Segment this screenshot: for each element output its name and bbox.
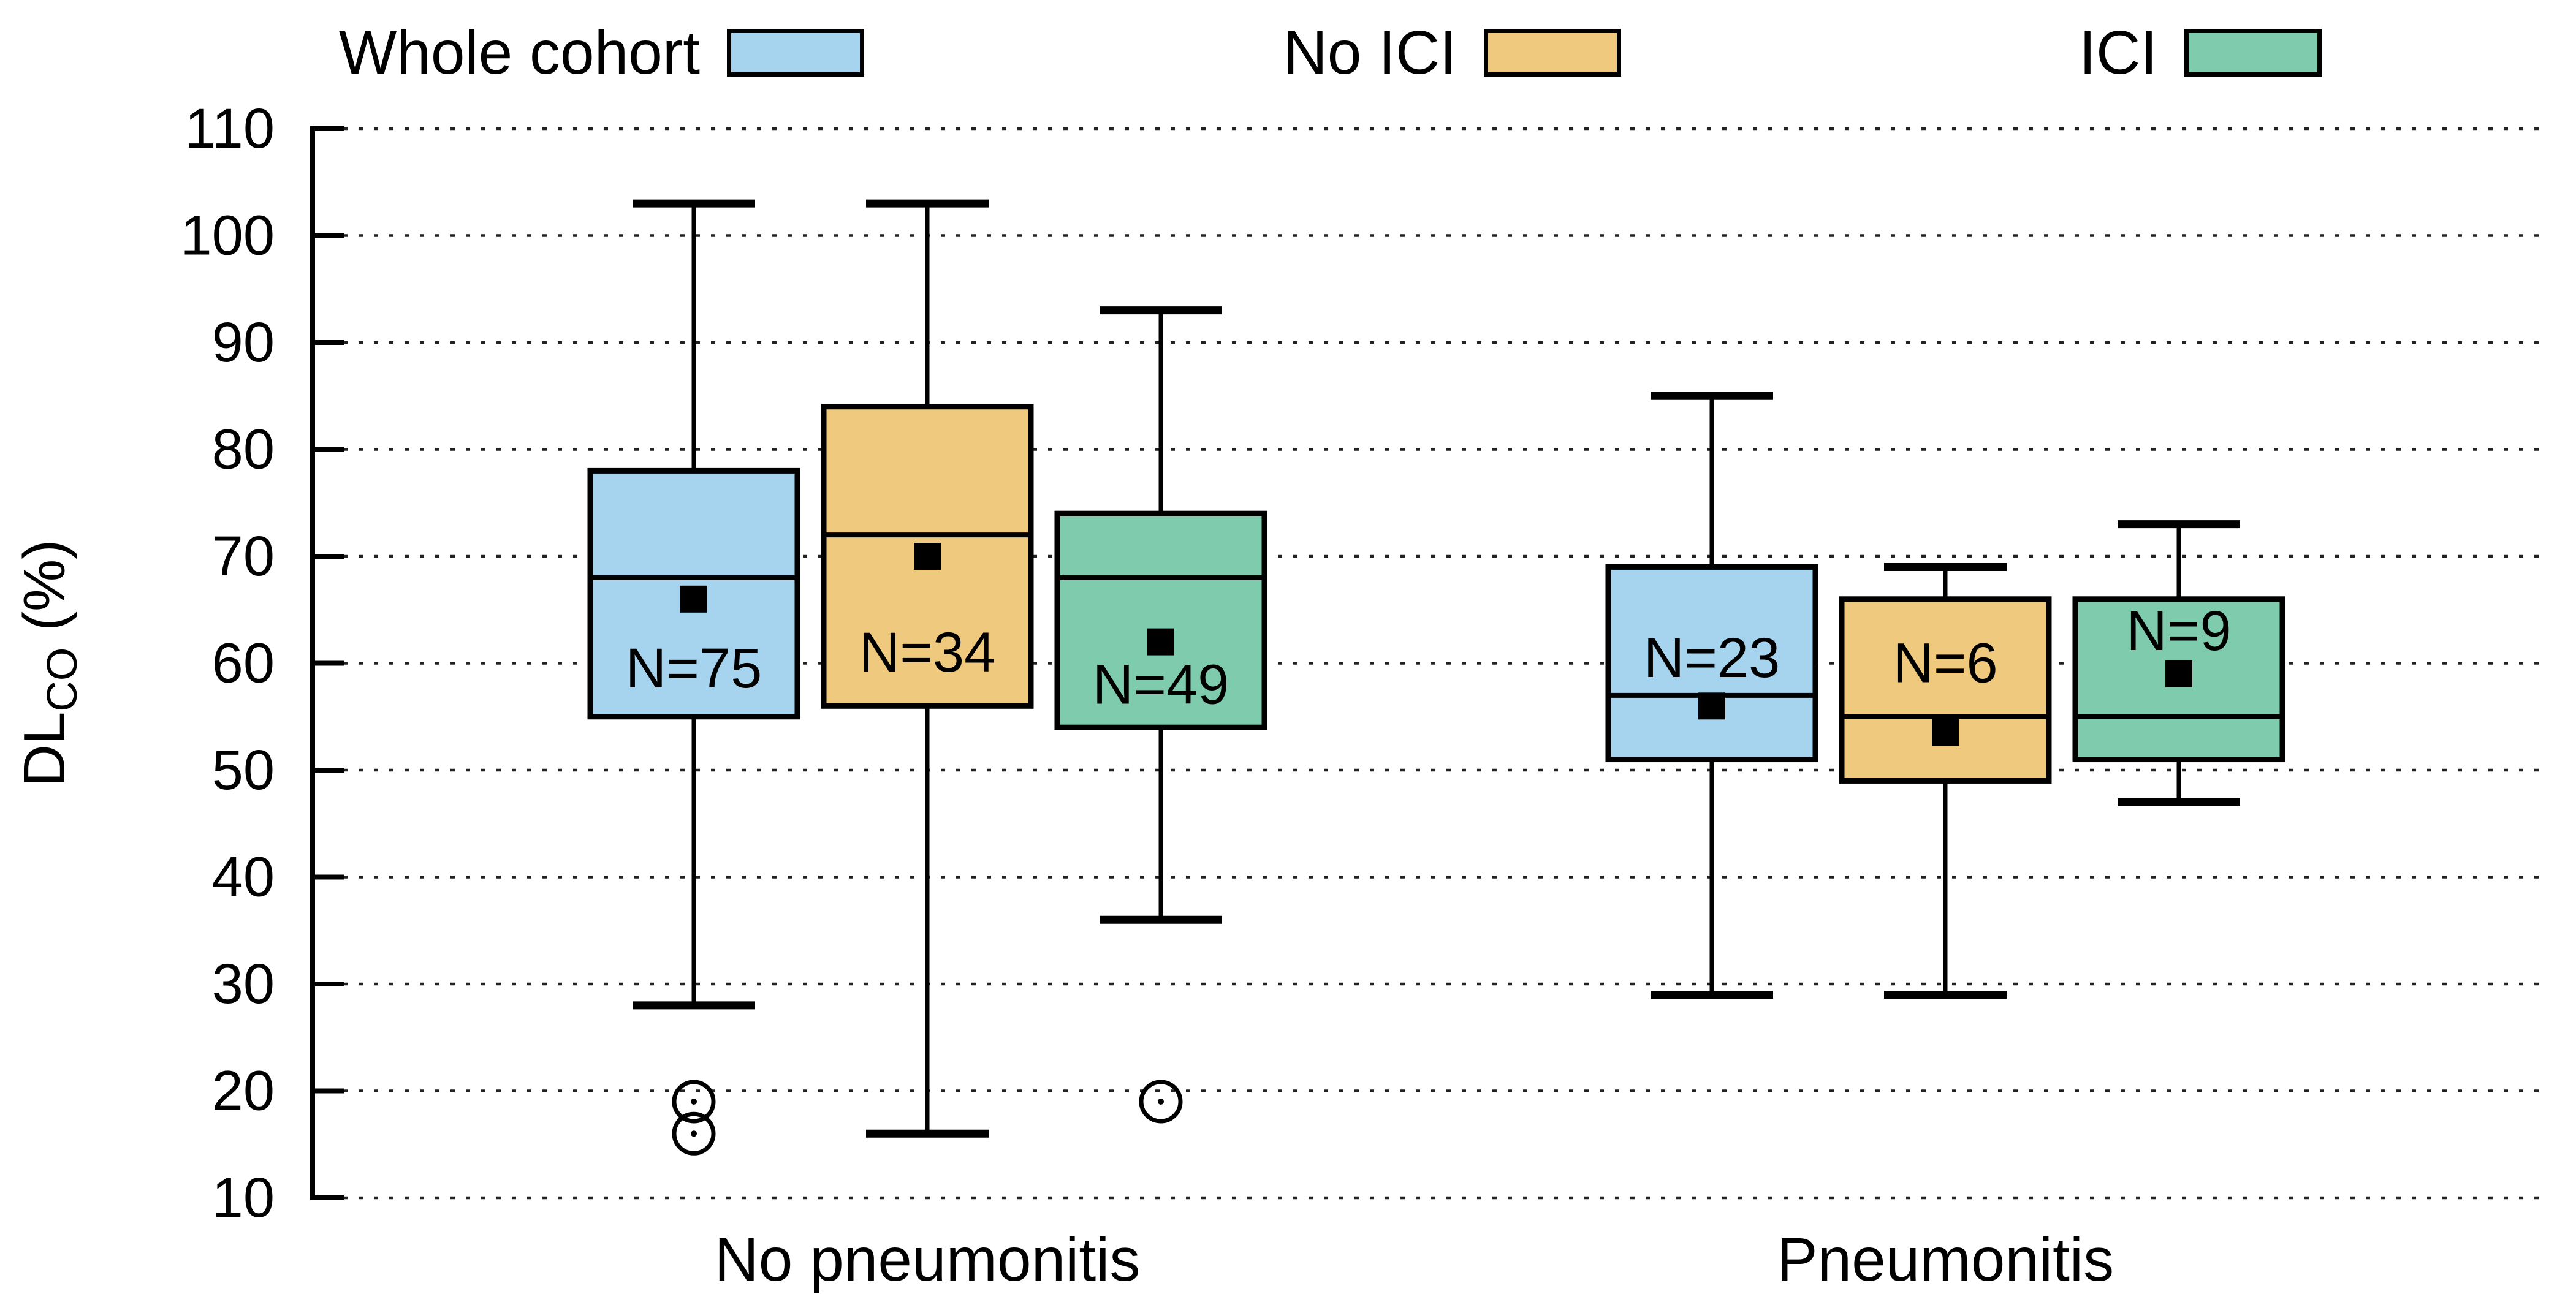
- tick-label-100: 100: [181, 205, 275, 267]
- n-count-label: N=75: [626, 637, 762, 700]
- y-axis-ticks: 10 20 30 40 50 60 70 80 90 100 110: [181, 97, 344, 1229]
- x-category-label-no-pneumonitis: No pneumonitis: [715, 1225, 1141, 1294]
- y-axis-title: DLCO (%): [12, 540, 86, 787]
- tick-label-70: 70: [212, 525, 275, 588]
- iqr-box: [1839, 596, 2052, 784]
- outlier-center-dot-1: [1158, 1098, 1164, 1105]
- tick-label-90: 90: [212, 311, 275, 374]
- tick-label-110: 110: [184, 97, 275, 160]
- n-count-label: N=23: [1644, 627, 1780, 689]
- outlier-circle-1: [1139, 1080, 1183, 1124]
- tick-label-80: 80: [212, 418, 275, 481]
- legend-item-ici: ICI: [2079, 13, 2322, 92]
- mean-marker: [1698, 692, 1725, 720]
- legend-item-whole-cohort: Whole cohort: [339, 13, 864, 92]
- outlier-center-dot-2: [691, 1130, 697, 1137]
- legend-label-whole-cohort: Whole cohort: [338, 18, 700, 87]
- box-whole-cohort-no-pneumonitis: N=75: [587, 199, 800, 1156]
- n-count-label: N=34: [859, 621, 996, 684]
- box-whole-cohort-pneumonitis: N=23: [1605, 392, 1818, 999]
- box-ici-pneumonitis: N=9: [2072, 520, 2285, 806]
- legend-item-no-ici: No ICI: [1283, 13, 1621, 92]
- mean-marker: [914, 543, 941, 570]
- outlier-circle-2: [672, 1111, 716, 1156]
- outlier-center-dot-1: [691, 1098, 697, 1105]
- outlier-circle-1: [672, 1080, 716, 1124]
- tick-label-20: 20: [212, 1060, 275, 1122]
- x-category-label-pneumonitis: Pneumonitis: [1777, 1225, 2114, 1294]
- tick-label-60: 60: [212, 632, 275, 695]
- legend-swatch-whole-cohort-icon: [727, 29, 864, 77]
- n-count-label: N=6: [1893, 632, 1997, 695]
- iqr-box: [1054, 510, 1267, 730]
- mean-marker: [2165, 660, 2192, 687]
- tick-label-30: 30: [212, 953, 275, 1015]
- legend-swatch-ici-icon: [2184, 29, 2322, 77]
- mean-marker: [680, 585, 707, 613]
- mean-marker: [1932, 719, 1959, 746]
- tick-label-10: 10: [212, 1167, 275, 1229]
- box-ici-no-pneumonitis: N=49: [1054, 306, 1267, 1124]
- mean-marker: [1147, 628, 1174, 656]
- box-no-ici-pneumonitis: N=6: [1839, 562, 2052, 999]
- tick-label-40: 40: [212, 846, 275, 909]
- legend-label-no-ici: No ICI: [1283, 18, 1457, 87]
- box-no-ici-no-pneumonitis: N=34: [821, 199, 1034, 1138]
- n-count-label: N=49: [1093, 653, 1229, 716]
- n-count-label: N=9: [2126, 600, 2231, 662]
- legend-label-ici: ICI: [2079, 18, 2157, 87]
- iqr-box: [1605, 564, 1818, 763]
- tick-label-50: 50: [212, 739, 275, 801]
- legend-swatch-no-ici-icon: [1484, 29, 1621, 77]
